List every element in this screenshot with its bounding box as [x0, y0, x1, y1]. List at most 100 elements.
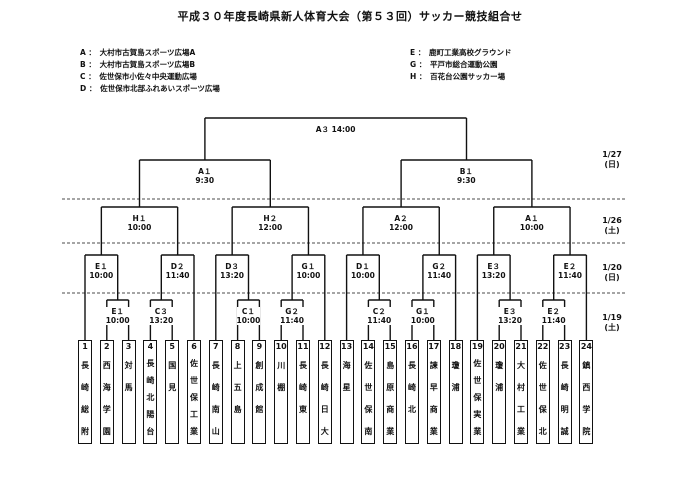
team-number: 17 — [428, 342, 440, 351]
team-number: 5 — [169, 342, 175, 351]
team-number: 10 — [275, 342, 287, 351]
match-time: 13:20 — [220, 271, 245, 280]
team-slot: 4 長崎北陽台 — [143, 340, 158, 444]
team-number: 4 — [147, 342, 154, 351]
team-name: 長崎北陽台 — [146, 359, 155, 436]
team-slot: 5 国見 — [165, 340, 180, 444]
match-code: E３ — [503, 307, 517, 316]
team-name: 国見 — [168, 361, 177, 392]
team-name: 西海学園 — [102, 361, 111, 436]
team-name: 長崎明誠 — [560, 361, 569, 436]
match-code: E２ — [563, 262, 577, 271]
match-time: 10:00 — [89, 271, 114, 280]
match-code: E１ — [111, 307, 124, 316]
match-code: B１ — [459, 167, 473, 176]
venue-g: G ： 平戸市総合運動公園 — [410, 60, 498, 69]
team-name: 長崎南山 — [211, 361, 220, 436]
date-label: 1/26 — [602, 216, 622, 225]
team-number: 15 — [384, 342, 396, 351]
team-number: 20 — [493, 342, 505, 351]
team-name: 佐世保南 — [364, 361, 373, 436]
match-time: 11:40 — [165, 271, 190, 280]
date-label: 1/19 — [602, 313, 622, 322]
match-time: 13:20 — [498, 316, 522, 325]
team-name: 対馬 — [124, 361, 133, 392]
date-day: (日) — [604, 160, 620, 169]
match-code: H１ — [132, 214, 147, 223]
team-number: 9 — [256, 342, 263, 351]
match-code: D３ — [225, 262, 239, 271]
match-time: 11:40 — [367, 316, 392, 325]
match-code: A２ — [394, 214, 408, 223]
team-name: 長崎北 — [408, 361, 416, 414]
match-code: H２ — [263, 214, 278, 223]
match-time: 11:40 — [427, 271, 452, 280]
team-name: 長崎総附 — [81, 361, 89, 436]
match-time: 12:00 — [258, 223, 283, 232]
date-round-r2: 1/20 (日) — [600, 263, 624, 283]
match-label-final: A３ 14:00 — [315, 125, 356, 134]
page-title: 平成３０年度長崎県新人体育大会（第５３回）サッカー競技組合せ — [177, 10, 523, 23]
match-time: 9:30 — [195, 176, 215, 185]
team-name: 佐世保工業 — [190, 359, 198, 436]
match-code: G２ — [432, 262, 447, 271]
team-name: 諫早商業 — [429, 361, 438, 436]
team-number: 21 — [515, 342, 527, 351]
match-code: C２ — [372, 307, 386, 316]
team-number: 24 — [580, 342, 592, 351]
team-slot: 2 西海学園 — [99, 340, 114, 444]
team-number: 8 — [234, 342, 241, 351]
match-time: 13:20 — [149, 316, 174, 325]
match-time: 9:30 — [457, 176, 476, 185]
match-code: A１ — [198, 167, 212, 176]
date-label: 1/20 — [602, 263, 622, 272]
match-time: 12:00 — [389, 223, 413, 232]
team-name: 長崎東 — [299, 361, 307, 414]
team-slot: 16 長崎北 — [405, 340, 419, 444]
team-number: 3 — [125, 342, 132, 351]
team-number: 16 — [406, 342, 418, 351]
team-number: 22 — [537, 342, 549, 351]
match-code: G１ — [301, 262, 316, 271]
match-time: 11:40 — [280, 316, 304, 325]
date-round-final: 1/27 (日) — [600, 150, 624, 170]
match-code: E３ — [487, 262, 500, 271]
team-number: 18 — [450, 342, 462, 351]
team-slot: 6 佐世保工業 — [187, 340, 201, 444]
match-time: 10:00 — [519, 223, 544, 232]
team-number: 2 — [104, 342, 110, 351]
match-time: 10:00 — [127, 223, 152, 232]
team-number: 12 — [319, 342, 331, 351]
team-number: 19 — [471, 342, 483, 351]
venue-a: A ： 大村市古賀島スポーツ広場A — [80, 48, 196, 57]
match-code: C１ — [241, 307, 255, 316]
team-name: 大村工業 — [517, 361, 525, 436]
team-number: 6 — [191, 342, 197, 351]
venue-b: B ： 大村市古賀島スポーツ広場B — [80, 60, 196, 69]
